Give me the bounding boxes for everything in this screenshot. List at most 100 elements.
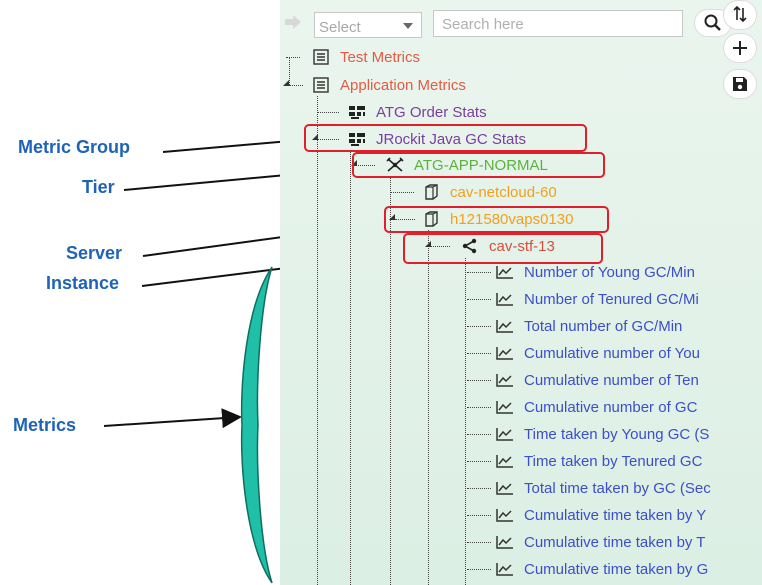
tree-line bbox=[467, 488, 491, 489]
line-chart-icon bbox=[496, 452, 514, 470]
tree-line bbox=[465, 258, 466, 585]
tree-node-metric[interactable]: Total time taken by GC (Sec bbox=[496, 477, 711, 499]
tree-node-label: ATG-APP-NORMAL bbox=[414, 156, 548, 174]
tree-node-label: Total number of GC/Min bbox=[524, 317, 683, 335]
line-chart-icon bbox=[496, 263, 514, 281]
tree-line bbox=[467, 380, 491, 381]
tree-node-label: cav-stf-13 bbox=[489, 237, 555, 255]
tree-node-metric[interactable]: Cumulative number of GC bbox=[496, 396, 697, 418]
sort-button[interactable] bbox=[723, 0, 757, 30]
collapse-toggle[interactable] bbox=[312, 134, 318, 140]
tree-node-metric[interactable]: Time taken by Young GC (S bbox=[496, 423, 709, 445]
sort-arrows-icon bbox=[733, 5, 747, 23]
arrow-metrics bbox=[103, 408, 242, 429]
line-chart-icon bbox=[496, 371, 514, 389]
annotation-instance: Instance bbox=[46, 273, 120, 293]
tree-node-label: Cumulative number of GC bbox=[524, 398, 698, 416]
tree-node-label: ATG Order Stats bbox=[376, 103, 487, 121]
tree-node-metric[interactable]: Cumulative number of You bbox=[496, 342, 700, 364]
arrow-right-icon[interactable] bbox=[284, 14, 302, 30]
tree-node-server-netcloud[interactable]: cav-netcloud-60 bbox=[422, 181, 557, 203]
line-chart-icon bbox=[496, 533, 514, 551]
tree-node-tier[interactable]: ATG-APP-NORMAL bbox=[386, 154, 548, 176]
line-chart-icon bbox=[496, 317, 514, 335]
tree-node-metric[interactable]: Total number of GC/Min bbox=[496, 315, 682, 337]
line-chart-icon bbox=[496, 344, 514, 362]
tree-node-label: h121580vaps0130 bbox=[450, 210, 574, 228]
tree-node-label: Total time taken by GC (Sec bbox=[524, 479, 711, 497]
tree-node-application-metrics[interactable]: Application Metrics bbox=[312, 74, 466, 96]
tree-node-label: Number of Tenured GC/Mi bbox=[524, 290, 699, 308]
search-field[interactable] bbox=[433, 10, 683, 37]
server-icon bbox=[422, 210, 440, 228]
metrics-bracket-icon bbox=[240, 266, 273, 584]
tree-line bbox=[430, 246, 450, 247]
annotation-tier: Tier bbox=[82, 177, 115, 197]
collapse-toggle[interactable] bbox=[351, 160, 357, 166]
tree-node-label: Time taken by Tenured GC bbox=[524, 452, 703, 470]
list-icon bbox=[312, 48, 330, 66]
highlight-instance bbox=[403, 233, 603, 264]
tree-line bbox=[286, 57, 300, 58]
save-button[interactable] bbox=[723, 69, 757, 99]
tree-node-label: Cumulative time taken by T bbox=[524, 533, 706, 551]
tree-node-test-metrics[interactable]: Test Metrics bbox=[312, 46, 420, 68]
tree-node-label: Cumulative number of Ten bbox=[524, 371, 699, 389]
tree-line bbox=[355, 165, 375, 166]
add-button[interactable] bbox=[723, 33, 757, 63]
line-chart-icon bbox=[496, 290, 514, 308]
tree-line bbox=[428, 230, 429, 585]
tree-node-metric[interactable]: Cumulative time taken by G bbox=[496, 558, 708, 580]
grid-icon bbox=[348, 103, 366, 121]
tree-node-metric[interactable]: Time taken by Tenured GC bbox=[496, 450, 702, 472]
share-icon bbox=[461, 237, 479, 255]
tree-line bbox=[467, 461, 491, 462]
tree-node-label: Cumulative time taken by Y bbox=[524, 506, 707, 524]
save-icon bbox=[733, 77, 747, 91]
tree-line bbox=[467, 434, 491, 435]
tree-node-metric[interactable]: Number of Tenured GC/Mi bbox=[496, 288, 699, 310]
tree-node-label: Time taken by Young GC (S bbox=[524, 425, 710, 443]
tree-line bbox=[350, 150, 351, 585]
collapse-toggle[interactable] bbox=[389, 214, 395, 220]
tree-node-label: cav-netcloud-60 bbox=[450, 183, 557, 201]
tree-line bbox=[317, 112, 339, 113]
tree-node-metric[interactable]: Number of Young GC/Min bbox=[496, 261, 695, 283]
highlight-server bbox=[384, 206, 609, 233]
collapse-toggle[interactable] bbox=[425, 241, 431, 247]
metric-select[interactable]: Select bbox=[314, 12, 422, 38]
tree-line bbox=[390, 176, 391, 585]
line-chart-icon bbox=[496, 560, 514, 578]
tree-node-instance[interactable]: cav-stf-13 bbox=[461, 235, 555, 257]
tree-node-metric[interactable]: Cumulative time taken by Y bbox=[496, 504, 706, 526]
tree-toolbar: Select bbox=[280, 0, 762, 44]
tree-node-metric[interactable]: Cumulative number of Ten bbox=[496, 369, 699, 391]
tree-line bbox=[467, 569, 491, 570]
tree-line bbox=[390, 192, 414, 193]
tree-line bbox=[467, 353, 491, 354]
search-input[interactable] bbox=[440, 12, 679, 37]
tree-line bbox=[289, 57, 290, 85]
network-icon bbox=[386, 156, 404, 174]
tree-line bbox=[467, 326, 491, 327]
collapse-toggle[interactable] bbox=[283, 80, 289, 86]
server-icon bbox=[422, 183, 440, 201]
tree-line bbox=[317, 96, 318, 585]
tree-line bbox=[467, 515, 491, 516]
tree-line bbox=[289, 85, 303, 86]
line-chart-icon bbox=[496, 398, 514, 416]
highlight-metric-group bbox=[304, 124, 587, 152]
tree-node-label: Cumulative number of You bbox=[524, 344, 700, 362]
tree-node-metric[interactable]: Cumulative time taken by T bbox=[496, 531, 705, 553]
list-icon bbox=[312, 76, 330, 94]
annotation-metric-group: Metric Group bbox=[18, 137, 131, 157]
tree-node-server-h121580[interactable]: h121580vaps0130 bbox=[422, 208, 573, 230]
tree-node-jrockit-gc-stats[interactable]: JRockit Java GC Stats bbox=[348, 128, 526, 150]
highlight-tier bbox=[352, 152, 605, 178]
tree-node-atg-order-stats[interactable]: ATG Order Stats bbox=[348, 101, 487, 123]
tree-node-label: Cumulative time taken by G bbox=[524, 560, 709, 578]
tree-line bbox=[467, 407, 491, 408]
tree-line bbox=[467, 299, 491, 300]
grid-icon bbox=[348, 130, 366, 148]
metric-tree-panel: Select bbox=[280, 0, 762, 585]
